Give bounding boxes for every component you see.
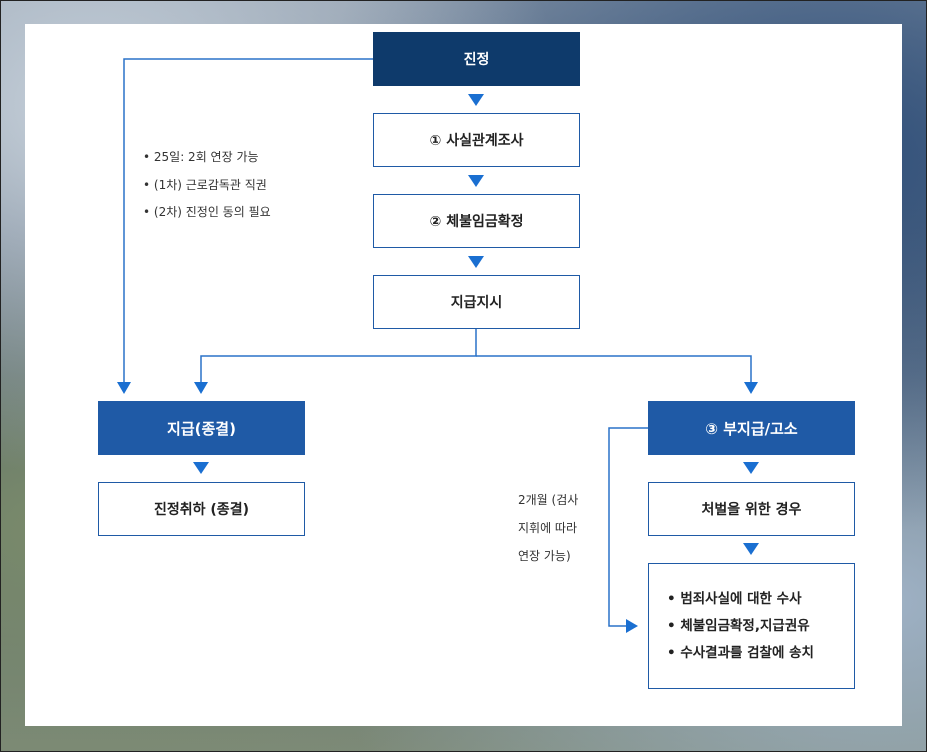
node-withdrawal-closed: 진정취하 (종결) — [98, 482, 305, 536]
note-item: • (1차) 근로감독관 직권 — [143, 177, 267, 192]
node-nonpayment-complaint-label: ③ 부지급/고소 — [705, 419, 798, 438]
arrow-punish-list — [743, 543, 759, 555]
node-final-list: • 범죄사실에 대한 수사 • 체불임금확정,지급권유 • 수사결과를 검찰에 … — [648, 563, 855, 689]
arrow-complaint-punish — [743, 462, 759, 474]
note-item: • (2차) 진정인 동의 필요 — [143, 205, 271, 219]
list-item: • 범죄사실에 대한 수사 — [667, 590, 802, 607]
petition-to-paid-line — [123, 58, 373, 384]
arrow-into-complaint — [744, 382, 758, 394]
node-paid-closed-label: 지급(종결) — [167, 419, 236, 438]
list-item: • 수사결과를 검찰에 송치 — [667, 644, 814, 661]
note-left-deadline: • 25일: 2회 연장 가능 • (1차) 근로감독관 직권 • (2차) 진… — [143, 144, 271, 227]
order-branch-right-line — [476, 355, 752, 384]
node-withdrawal-closed-label: 진정취하 (종결) — [154, 502, 249, 518]
final-list: • 범죄사실에 대한 수사 • 체불임금확정,지급권유 • 수사결과를 검찰에 … — [649, 586, 814, 667]
arrow-confirm-order — [468, 256, 484, 268]
note-line: 지휘에 따라 — [518, 521, 578, 535]
node-unpaid-wage-confirm-label: ② 체불임금확정 — [429, 214, 524, 230]
note-item: • 25일: 2회 연장 가능 — [143, 150, 259, 164]
node-fact-investigation: ① 사실관계조사 — [373, 113, 580, 167]
arrow-into-paid-left — [117, 382, 131, 394]
node-payment-order-label: 지급지시 — [450, 295, 503, 311]
arrow-into-list — [626, 619, 638, 633]
node-for-punishment-label: 처벌을 위한 경우 — [701, 502, 802, 518]
list-item: • 체불임금확정,지급권유 — [667, 617, 810, 634]
arrow-into-paid — [194, 382, 208, 394]
arrow-paid-withdrawal — [193, 462, 209, 474]
node-unpaid-wage-confirm: ② 체불임금확정 — [373, 194, 580, 248]
note-line: 연장 가능) — [518, 549, 571, 563]
node-payment-order: 지급지시 — [373, 275, 580, 329]
arrow-fact-confirm — [468, 175, 484, 187]
order-branch-line — [200, 328, 477, 384]
node-paid-closed: 지급(종결) — [98, 401, 305, 455]
node-fact-investigation-label: ① 사실관계조사 — [429, 133, 524, 149]
note-right-period: 2개월 (검사 지휘에 따라 연장 가능) — [518, 486, 578, 570]
node-for-punishment: 처벌을 위한 경우 — [648, 482, 855, 536]
arrow-petition-fact — [468, 94, 484, 106]
complaint-to-list-line — [608, 427, 648, 627]
node-nonpayment-complaint: ③ 부지급/고소 — [648, 401, 855, 455]
note-line: 2개월 (검사 — [518, 493, 579, 507]
node-petition-label: 진정 — [463, 52, 490, 68]
node-petition: 진정 — [373, 32, 580, 86]
